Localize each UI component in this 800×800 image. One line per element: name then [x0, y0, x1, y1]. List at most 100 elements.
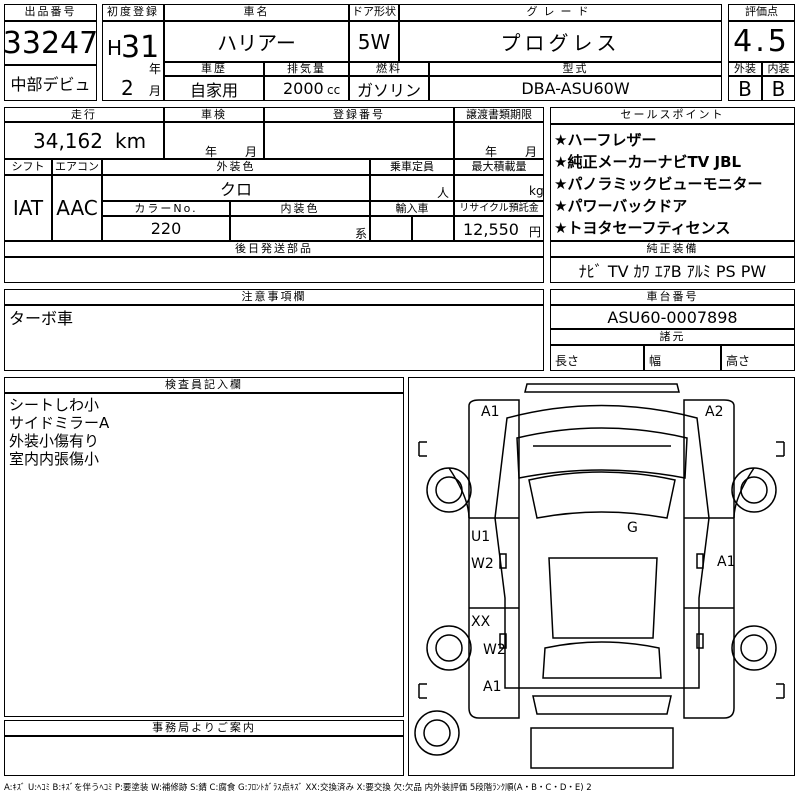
ac-label: エアコン — [52, 159, 102, 175]
later-parts-label: 後日発送部品 — [4, 241, 544, 257]
ext-color: クロ — [102, 175, 370, 201]
maxload-label: 最大積載量 — [454, 159, 544, 175]
capacity-label: 乗車定員 — [370, 159, 454, 175]
inspector-line: サイドミラーA — [9, 414, 110, 432]
damage-mark: XX — [471, 614, 491, 630]
notes: ターボ車 — [4, 305, 544, 371]
era: H — [107, 36, 123, 60]
front-bumper-outline — [524, 383, 680, 393]
sales-label: セールスポイント — [550, 107, 795, 124]
int-color-label: 内装色 — [230, 201, 370, 216]
length-label: 長さ — [555, 354, 580, 368]
debut-text: 中部デビュ — [10, 75, 91, 94]
transfer-month-unit: 月 — [525, 145, 538, 159]
fuel: ガソリン — [349, 76, 429, 101]
registration-number — [264, 122, 454, 159]
ac-value: AAC — [56, 196, 98, 220]
maxload-unit: kg — [529, 184, 544, 198]
inspector-notes: シートしわ小 サイドミラーA 外装小傷有り 室内内張傷小 — [4, 393, 404, 717]
regno-label: 登録番号 — [264, 107, 454, 122]
displacement-label: 排気量 — [264, 62, 349, 76]
notes-label: 注意事項欄 — [4, 289, 544, 305]
inspection-label: 車検 — [164, 107, 264, 122]
car-name-value: ハリアー — [217, 31, 296, 55]
shift-value: IAT — [12, 196, 44, 220]
sales-point: ★ハーフレザー — [554, 131, 657, 149]
interior-grade-label: 内装 — [762, 62, 795, 76]
sales-points: ★ハーフレザー ★純正メーカーナビTV JBL ★パノラミックビューモニター ★… — [550, 124, 795, 241]
import-a — [370, 216, 412, 241]
damage-mark: A1 — [481, 404, 499, 420]
damage-mark: U1 — [471, 529, 490, 545]
transfer-deadline: 年 月 — [454, 122, 544, 159]
import-b — [412, 216, 454, 241]
color-no-label: カラーNo. — [102, 201, 230, 216]
recycle-deposit: 12,550 円 — [454, 216, 544, 241]
mileage-label: 走行 — [4, 107, 164, 122]
width-label: 幅 — [649, 354, 662, 368]
inspection-month-unit: 月 — [245, 145, 258, 159]
grade: プログレス — [399, 21, 722, 62]
ext-color-value: クロ — [219, 180, 252, 199]
recycle-unit: 円 — [529, 225, 542, 239]
debut-cell: 中部デビュ — [4, 65, 97, 101]
equip-label: 純正装備 — [550, 241, 795, 257]
displacement: 2000 cc — [264, 76, 349, 101]
fuel-label: 燃料 — [349, 62, 429, 76]
reg-month-unit: 月 — [149, 84, 162, 98]
shift: IAT — [4, 175, 52, 241]
reg-year-unit: 年 — [149, 62, 162, 76]
lot-number-value: 33247 — [4, 25, 97, 61]
sales-point: ★純正メーカーナビTV JBL — [554, 153, 742, 171]
legend: A:ｷｽﾞ U:ﾍｺﾐ B:ｷｽﾞを伴うﾍｺﾐ P:要塗装 W:補修跡 S:錆 … — [4, 783, 592, 793]
max-load: kg — [454, 175, 544, 201]
door-label: ドア形状 — [349, 4, 399, 21]
mileage-value: 34,162 — [33, 129, 103, 153]
inspection-year-unit: 年 — [205, 145, 218, 159]
color-number: 220 — [102, 216, 230, 241]
sales-point: ★パノラミックビューモニター — [554, 175, 763, 193]
recycle-label: リサイクル預託金 — [454, 201, 544, 216]
height-label: 高さ — [726, 354, 751, 368]
grade-value: プログレス — [500, 31, 621, 55]
damage-mark: W2 — [483, 642, 506, 658]
score-label: 評価点 — [728, 4, 795, 21]
first-reg-label: 初度登録 — [102, 4, 164, 21]
equip-value: ﾅﾋﾞ TV ｶﾜ ｴｱB ｱﾙﾐ PS PW — [578, 262, 767, 281]
lot-number-label: 出品番号 — [4, 4, 97, 21]
history-label: 車歴 — [164, 62, 264, 76]
air-conditioner: AAC — [52, 175, 102, 241]
later-parts — [4, 257, 544, 283]
first-registration: H 31 年 2 月 — [102, 21, 164, 101]
car-name-label: 車名 — [164, 4, 349, 21]
grade-label: グレード — [399, 4, 722, 21]
interior-grade-value: B — [771, 76, 786, 101]
mileage: 34,162 km — [4, 122, 164, 159]
door-value: 5W — [357, 29, 391, 54]
width-cell: 幅 — [644, 345, 721, 371]
exterior-grade: B — [728, 76, 762, 101]
model-label: 型式 — [429, 62, 722, 76]
reg-year: 31 — [121, 30, 160, 65]
office-label: 事務局よりご案内 — [4, 720, 404, 736]
damage-mark: W2 — [471, 556, 494, 572]
interior-grade: B — [762, 76, 795, 101]
spec-label: 諸元 — [550, 329, 795, 345]
fuel-value: ガソリン — [356, 80, 421, 100]
displacement-unit: cc — [327, 83, 341, 97]
model: DBA-ASU60W — [429, 76, 722, 101]
sales-point: ★パワーバックドア — [554, 197, 688, 215]
chassis-number: ASU60-0007898 — [550, 305, 795, 329]
inspector-label: 検査員記入欄 — [4, 377, 404, 393]
exterior-grade-value: B — [738, 76, 752, 101]
model-value: DBA-ASU60W — [521, 79, 630, 98]
score-value: 4.5 — [733, 24, 790, 59]
sales-point: ★トヨタセーフティセンス — [554, 219, 731, 237]
door-type: 5W — [349, 21, 399, 62]
import-label: 輸入車 — [370, 201, 454, 216]
damage-mark: A1 — [483, 679, 501, 695]
ext-color-label: 外装色 — [102, 159, 370, 175]
capacity-unit: 人 — [437, 186, 450, 200]
notes-text: ターボ車 — [9, 309, 74, 328]
length-cell: 長さ — [550, 345, 644, 371]
